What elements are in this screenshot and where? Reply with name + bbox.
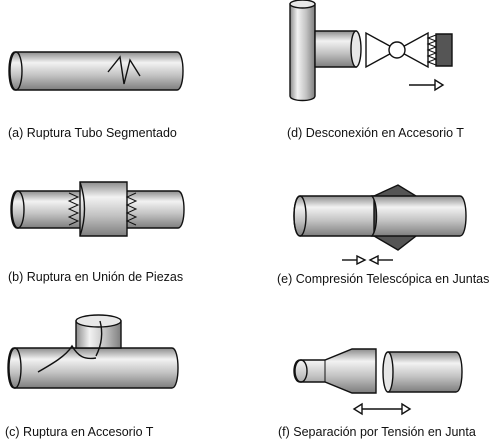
panel-c-tee-fitting-rupture	[7, 314, 179, 389]
caption-b: (b) Ruptura en Unión de Piezas	[8, 270, 184, 284]
panel-e-telescopic-compression	[293, 184, 467, 266]
caption-c: (c) Ruptura en Accesorio T	[5, 425, 154, 439]
caption-a: (a) Ruptura Tubo Segmentado	[8, 126, 177, 140]
panel-a-segmented-pipe-rupture	[8, 51, 184, 91]
panel-b-joint-rupture	[10, 181, 185, 237]
panel-f-tension-separation	[293, 348, 463, 416]
caption-e: (e) Compresión Telescópica en Juntas	[277, 272, 490, 286]
panel-d-tee-disconnection	[289, 0, 453, 102]
caption-d: (d) Desconexión en Accesorio T	[287, 126, 464, 140]
caption-f: (f) Separación por Tensión en Junta	[278, 425, 476, 439]
